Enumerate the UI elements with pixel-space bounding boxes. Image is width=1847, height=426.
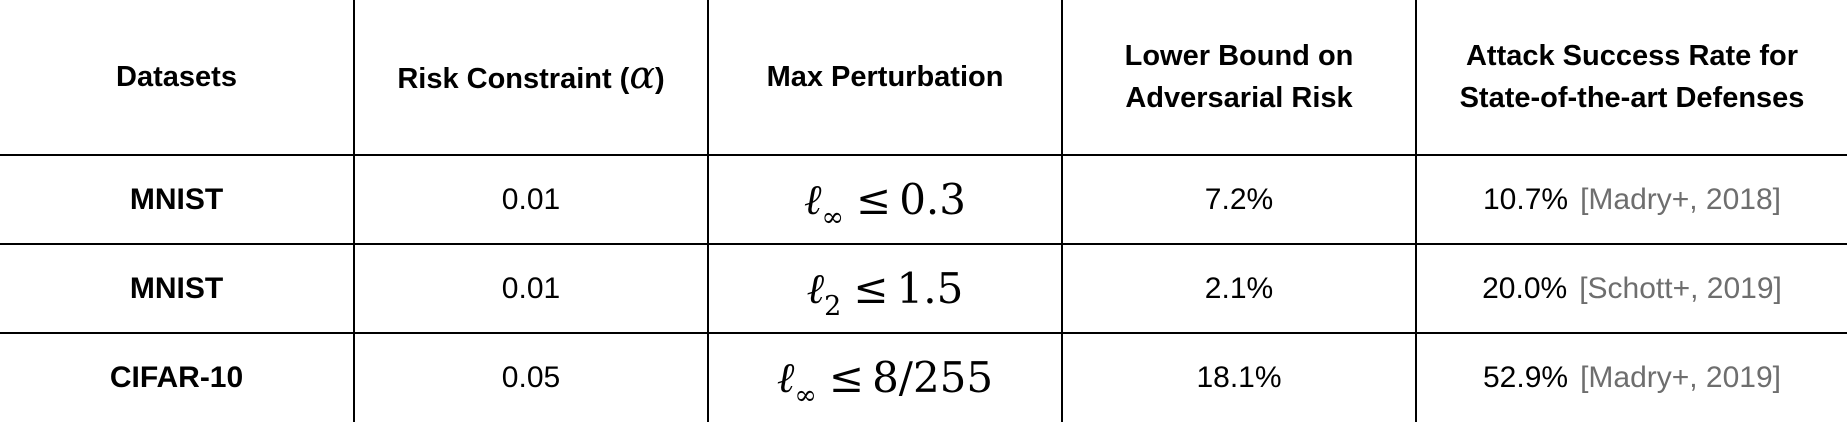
perturbation-cell: ℓ∞ ≤8/255 bbox=[708, 333, 1063, 422]
perturbation-cell: ℓ2 ≤1.5 bbox=[708, 244, 1063, 333]
table-header: Datasets Risk Constraint (α) Max Perturb… bbox=[0, 0, 1847, 156]
citation: [Schott+, 2019] bbox=[1579, 271, 1782, 305]
header-attack-success: Attack Success Rate for State-of-the-art… bbox=[1416, 0, 1847, 156]
attack-rate-value: 20.0% bbox=[1482, 271, 1568, 305]
risk-cell: 0.01 bbox=[354, 155, 709, 244]
norm-symbol: ℓ bbox=[806, 263, 825, 313]
lower-bound-cell: 18.1% bbox=[1062, 333, 1417, 422]
header-attack-line2: State-of-the-art Defenses bbox=[1459, 82, 1805, 114]
citation: [Madry+, 2019] bbox=[1580, 361, 1782, 394]
norm-subscript: 2 bbox=[824, 290, 842, 322]
header-row: Datasets Risk Constraint (α) Max Perturb… bbox=[0, 0, 1847, 156]
table-row: MNIST 0.01 ℓ2 ≤1.5 2.1% 20.0% [Schott+, 20… bbox=[0, 244, 1847, 333]
dataset-cell: MNIST bbox=[0, 155, 355, 244]
alpha-symbol: α bbox=[629, 53, 656, 97]
lower-bound-cell: 2.1% bbox=[1062, 244, 1417, 333]
attack-rate-value: 52.9% bbox=[1482, 361, 1569, 394]
perturbation-bound: 8/255 bbox=[872, 353, 994, 402]
header-lower-bound-line1: Lower Bound on bbox=[1124, 40, 1354, 72]
dataset-cell: MNIST bbox=[0, 244, 355, 333]
header-max-perturbation: Max Perturbation bbox=[708, 0, 1063, 156]
attack-rate-cell: 10.7% [Madry+, 2018] bbox=[1416, 155, 1847, 244]
risk-cell: 0.01 bbox=[354, 244, 709, 333]
header-datasets: Datasets bbox=[0, 0, 355, 156]
leq-operator: ≤ bbox=[856, 174, 892, 224]
attack-rate-value: 10.7% bbox=[1482, 182, 1569, 216]
table-body: MNIST 0.01 ℓ∞≤0.3 7.2% 10.7%[Madry+, 201… bbox=[0, 155, 1847, 422]
norm-symbol: ℓ bbox=[776, 353, 795, 402]
norm-symbol: ℓ bbox=[804, 174, 822, 224]
norm-subscript: ∞ bbox=[794, 380, 817, 411]
table-row: CIFAR-10 0.05 ℓ∞ ≤8/255 18.1% 52.9% [Madry… bbox=[0, 333, 1847, 422]
perturbation-bound: 0.3 bbox=[899, 174, 966, 224]
header-risk-constraint: Risk Constraint (α) bbox=[354, 0, 709, 156]
dataset-cell: CIFAR-10 bbox=[0, 333, 355, 422]
leq-operator: ≤ bbox=[853, 263, 889, 313]
table-row: MNIST 0.01 ℓ∞ ≤0.3 7.2% 10.7% [Madry+, 201… bbox=[0, 155, 1847, 244]
perturbation-cell: ℓ∞ ≤0.3 bbox=[708, 155, 1063, 244]
risk-cell: 0.05 bbox=[354, 333, 709, 422]
citation: [Madry+, 2018] bbox=[1580, 182, 1782, 216]
attack-rate-cell: 52.9% [Madry+, 2019] bbox=[1416, 333, 1847, 422]
lower-bound-cell: 7.2% bbox=[1062, 155, 1417, 244]
header-risk-close: ) bbox=[655, 63, 665, 95]
leq-operator: ≤ bbox=[828, 353, 865, 402]
header-lower-bound: Lower Bound on Adversarial Risk bbox=[1062, 0, 1417, 156]
perturbation-bound: 1.5 bbox=[896, 263, 964, 313]
header-lower-bound-line2: Adversarial Risk bbox=[1125, 82, 1353, 114]
header-attack-line1: Attack Success Rate for bbox=[1465, 40, 1799, 72]
attack-rate-cell: 20.0% [Schott+, 2019] bbox=[1416, 244, 1847, 333]
header-risk-label: Risk Constraint ( bbox=[397, 63, 630, 95]
header-datasets-label: Datasets bbox=[116, 61, 237, 93]
norm-subscript: ∞ bbox=[821, 201, 845, 233]
header-max-perturbation-label: Max Perturbation bbox=[766, 61, 1004, 93]
